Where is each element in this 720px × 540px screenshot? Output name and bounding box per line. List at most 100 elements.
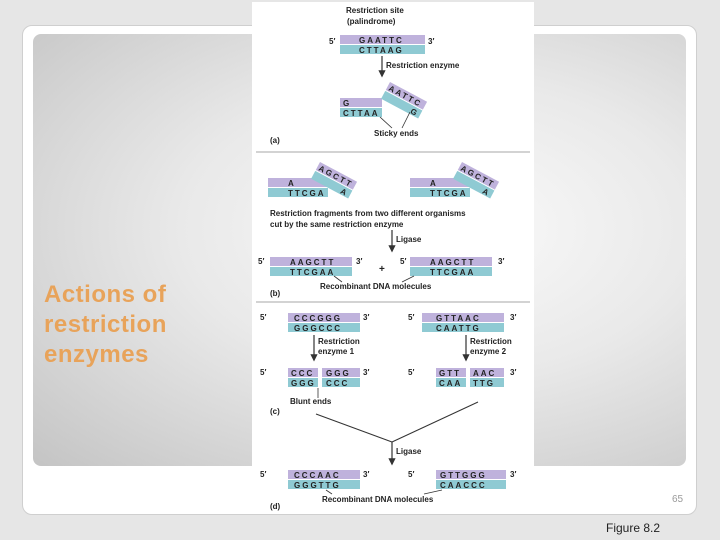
- frag-right-top-sequence: A: [430, 179, 436, 188]
- c-cut-right-top-b: [470, 368, 504, 377]
- enzyme2-label-line1: Restriction: [470, 337, 512, 346]
- frag-right-end-sequence: A: [481, 187, 491, 198]
- prime5-label: 5′: [408, 470, 414, 479]
- recombinant-pointer-left: [333, 275, 343, 283]
- recombinant-pointer-right: [423, 489, 443, 495]
- result-right-bottom-bar: [410, 267, 492, 276]
- sticky-ends-label: Sticky ends: [374, 129, 419, 138]
- ligase-label: Ligase: [396, 447, 422, 456]
- panel-a: Restriction site (palindrome) 5′ GAATTC …: [270, 6, 460, 145]
- panel-b-label: (b): [270, 289, 281, 298]
- d-right-bottom-bar: [436, 480, 506, 489]
- top-strand-sequence: GAATTC: [359, 36, 404, 45]
- enzyme1-label-line1: Restriction: [318, 337, 360, 346]
- frag-right-overhang-bottom: [453, 170, 495, 199]
- sticky-pointer-left: [379, 116, 393, 129]
- sticky-pointer-right: [401, 111, 411, 129]
- c-right-bottom-sequence: CAATTG: [436, 324, 481, 333]
- recombinant-label: Recombinant DNA molecules: [322, 495, 434, 504]
- c-right-top-bar: [422, 313, 504, 322]
- ligase-label: Ligase: [396, 235, 422, 244]
- prime5-label: 5′: [408, 368, 414, 377]
- left-top-sequence: G: [343, 99, 349, 108]
- left-top-strand-bar: [340, 98, 382, 107]
- d-right-top-bar: [436, 470, 506, 479]
- plus-sign: +: [379, 264, 385, 275]
- frag-left-overhang-top: [315, 162, 358, 190]
- result-right-top-sequence: AAGCTT: [430, 258, 475, 267]
- right-bottom-strand-bar: [381, 90, 423, 119]
- d-right-bottom-sequence: CAACCC: [440, 481, 487, 490]
- merge-line-right: [391, 401, 479, 443]
- c-left-top-bar: [288, 313, 360, 322]
- c-cut-right-bottom-a-seq: CAA: [439, 379, 462, 388]
- prime3-label: 3′: [510, 470, 516, 479]
- recombinant-label: Recombinant DNA molecules: [320, 282, 432, 291]
- prime3-label: 3′: [498, 257, 504, 266]
- d-left-bottom-bar: [288, 480, 360, 489]
- palindrome-label: (palindrome): [347, 17, 396, 26]
- c-cut-left-bottom-a-seq: GGG: [291, 379, 316, 388]
- prime3-label: 3′: [363, 470, 369, 479]
- restriction-enzyme-label: Restriction enzyme: [386, 61, 460, 70]
- result-left-top-sequence: AAGCTT: [290, 258, 335, 267]
- restriction-enzyme-figure: Restriction site (palindrome) 5′ GAATTC …: [252, 2, 534, 514]
- prime3-label: 3′: [363, 368, 369, 377]
- recombinant-pointer-left: [325, 489, 333, 495]
- bottom-strand-sequence: CTTAAG: [359, 46, 404, 55]
- fragments-description-line2: cut by the same restriction enzyme: [270, 220, 404, 229]
- d-left-top-sequence: CCCAAC: [294, 471, 341, 480]
- enzyme1-label-line2: enzyme 1: [318, 347, 355, 356]
- page-number: 65: [672, 494, 684, 505]
- c-cut-left-top-a: [288, 368, 318, 377]
- frag-left-bottom-bar: [268, 188, 328, 197]
- d-left-top-bar: [288, 470, 360, 479]
- restriction-site-label: Restriction site: [346, 6, 404, 15]
- frag-right-overhang-top: [457, 162, 500, 190]
- frag-left-overhang-bottom: [311, 170, 353, 199]
- c-cut-right-top-b-seq: AAC: [473, 369, 496, 378]
- c-right-top-sequence: GTTAAC: [436, 314, 481, 323]
- blunt-ends-label: Blunt ends: [290, 397, 332, 406]
- d-right-top-sequence: GTTGGG: [440, 471, 487, 480]
- c-cut-right-bottom-a: [436, 378, 466, 387]
- left-bottom-sequence: CTTAA: [343, 109, 380, 118]
- panel-d: Ligase 5′ CCCAAC GGGTTG 3′ 5′ GTTGGG CAA…: [260, 401, 516, 511]
- recombinant-pointer-right: [401, 275, 415, 283]
- c-cut-left-top-b-seq: GGG: [326, 369, 351, 378]
- enzyme2-label-line2: enzyme 2: [470, 347, 507, 356]
- prime3-label: 3′: [363, 313, 369, 322]
- c-cut-left-bottom-a: [288, 378, 318, 387]
- panel-c-label: (c): [270, 407, 280, 416]
- frag-right-bottom-sequence: TTCGA: [430, 189, 468, 198]
- result-left-top-bar: [270, 257, 352, 266]
- prime3-label: 3′: [428, 37, 434, 46]
- top-strand-bar: [340, 35, 425, 44]
- fragments-description-line1: Restriction fragments from two different…: [270, 209, 466, 218]
- left-bottom-strand-bar: [340, 108, 382, 117]
- c-left-bottom-sequence: GGGCCC: [294, 324, 342, 333]
- c-left-bottom-bar: [288, 323, 360, 332]
- result-left-bottom-bar: [270, 267, 352, 276]
- c-right-bottom-bar: [422, 323, 504, 332]
- frag-left-bottom-sequence: TTCGA: [288, 189, 326, 198]
- bottom-strand-bar: [340, 45, 425, 54]
- panel-c: 5′ CCCGGG GGGCCC 3′ 5′ GTTAAC CAATTG 3′ …: [260, 313, 516, 416]
- prime3-label: 3′: [510, 368, 516, 377]
- frag-right-bottom-bar: [410, 188, 470, 197]
- prime5-label: 5′: [260, 313, 266, 322]
- frag-left-end-sequence: A: [339, 187, 349, 198]
- right-top-strand-bar: [385, 82, 428, 110]
- slide-title: Actions of restriction enzymes: [44, 281, 167, 368]
- frag-right-top-bar: [410, 178, 470, 187]
- c-cut-left-top-b: [322, 368, 360, 377]
- prime5-label: 5′: [260, 470, 266, 479]
- prime3-label: 3′: [510, 313, 516, 322]
- prime5-label: 5′: [258, 257, 264, 266]
- d-left-bottom-sequence: GGGTTG: [294, 481, 341, 490]
- result-left-bottom-sequence: TTCGAA: [290, 268, 335, 277]
- frag-left-top-bar: [268, 178, 328, 187]
- result-right-top-bar: [410, 257, 492, 266]
- c-cut-right-bottom-b: [470, 378, 504, 387]
- prime5-label: 5′: [260, 368, 266, 377]
